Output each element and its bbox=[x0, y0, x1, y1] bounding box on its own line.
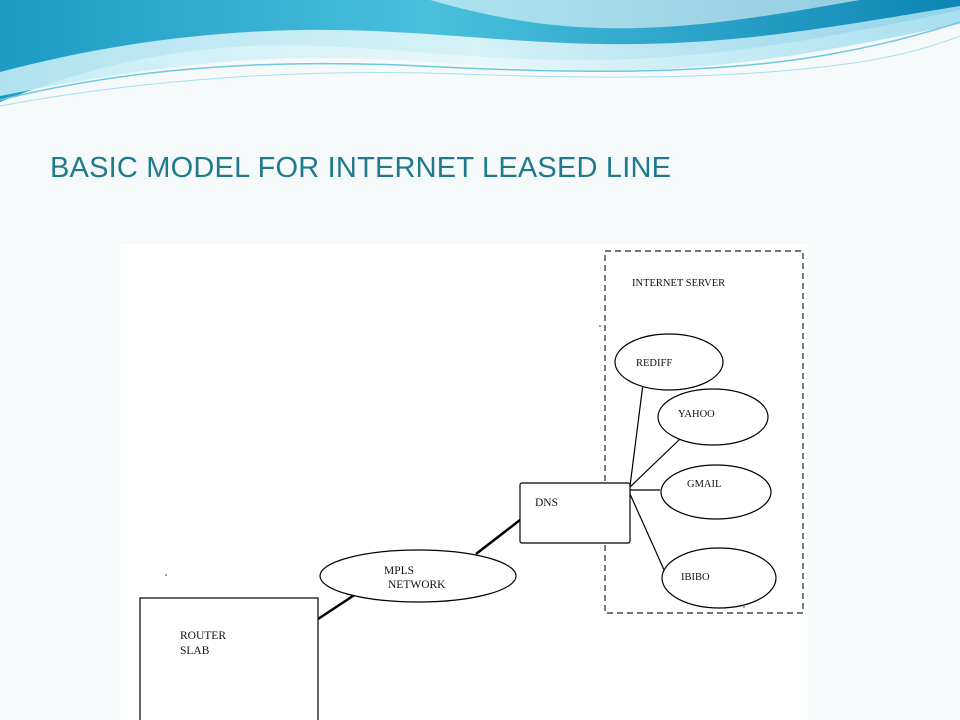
dns-box bbox=[519, 482, 631, 544]
router-label-line2: SLAB bbox=[180, 645, 210, 657]
server-ibibo-label: IBIBO bbox=[681, 572, 710, 583]
router-slab-box bbox=[139, 597, 319, 720]
link-dns-rediff bbox=[629, 383, 644, 487]
slide-title: BASIC MODEL FOR INTERNET LEASED LINE bbox=[50, 152, 672, 184]
mpls-label-line2: NETWORK bbox=[388, 579, 446, 591]
server-gmail-label: GMAIL bbox=[687, 479, 721, 490]
internet-server-label: INTERNET SERVER bbox=[632, 278, 725, 289]
server-gmail-node bbox=[660, 464, 772, 520]
server-yahoo-label: YAHOO bbox=[678, 409, 715, 420]
header-wave-decoration bbox=[0, 0, 960, 107]
dns-label: DNS bbox=[535, 497, 558, 509]
stray-dot-mark bbox=[599, 325, 601, 327]
server-rediff-node bbox=[614, 333, 724, 391]
stray-dot-mark bbox=[743, 606, 745, 608]
network-diagram-canvas: INTERNET SERVER ROUTER SLAB MPLS NETWORK… bbox=[139, 250, 804, 720]
server-yahoo-node bbox=[657, 388, 769, 446]
link-dns-ibibo bbox=[629, 493, 666, 573]
mpls-network-node bbox=[319, 549, 517, 603]
server-rediff-label: REDIFF bbox=[636, 358, 672, 369]
router-label-line1: ROUTER bbox=[180, 630, 226, 642]
link-dns-yahoo bbox=[629, 438, 681, 488]
network-diagram: INTERNET SERVER ROUTER SLAB MPLS NETWORK… bbox=[120, 244, 808, 720]
stray-dot-mark bbox=[165, 574, 167, 576]
server-ibibo-node bbox=[661, 547, 777, 609]
mpls-label-line1: MPLS bbox=[384, 565, 414, 577]
link-mpls-dns bbox=[475, 519, 521, 555]
